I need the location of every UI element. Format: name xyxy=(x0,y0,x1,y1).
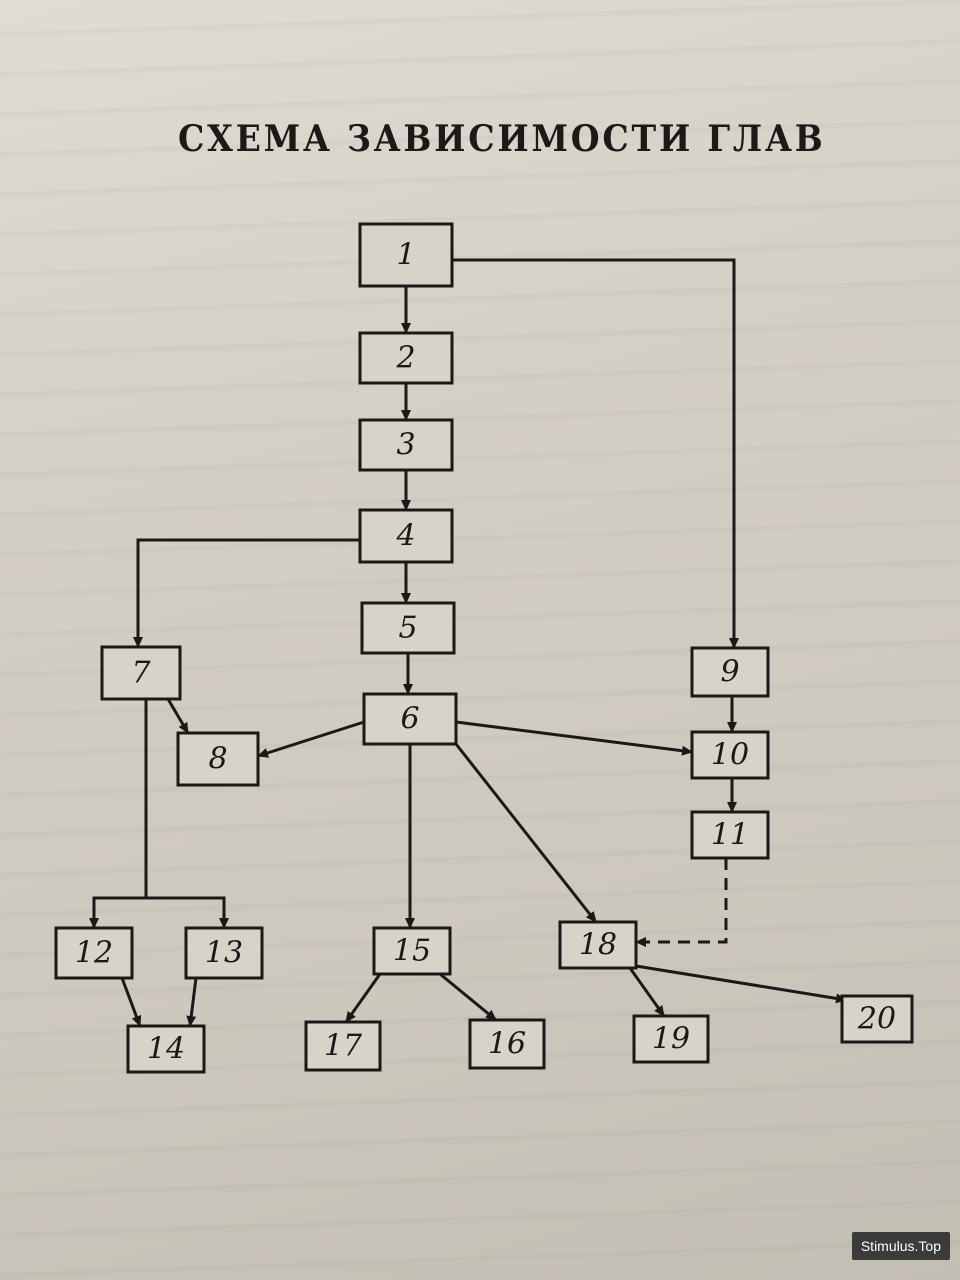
node-15: 15 xyxy=(372,926,452,976)
edge-7-to-12 xyxy=(89,699,148,929)
node-6: 6 xyxy=(362,692,458,746)
node-5: 5 xyxy=(360,601,456,655)
node-1: 1 xyxy=(358,222,454,288)
node-label: 14 xyxy=(147,1032,185,1067)
node-box xyxy=(358,331,454,385)
node-9: 9 xyxy=(690,646,770,698)
node-box xyxy=(100,645,182,701)
edge-13-to-14 xyxy=(186,977,198,1027)
node-box xyxy=(358,418,454,472)
node-box xyxy=(126,1024,206,1074)
node-box xyxy=(358,508,454,564)
node-box xyxy=(176,731,260,787)
node-4: 4 xyxy=(358,508,454,564)
node-17: 17 xyxy=(304,1020,382,1072)
node-10: 10 xyxy=(690,730,770,780)
watermark-badge: Stimulus.Top xyxy=(851,1232,950,1260)
node-label: 15 xyxy=(393,934,431,969)
edge-18-to-20 xyxy=(635,964,847,1004)
edge-6-to-10 xyxy=(455,720,693,756)
node-14: 14 xyxy=(126,1024,206,1074)
node-box xyxy=(468,1018,546,1070)
node-label: 16 xyxy=(488,1027,526,1062)
edge-15-to-17 xyxy=(344,973,382,1023)
node-label: 2 xyxy=(395,341,415,376)
node-label: 17 xyxy=(324,1029,363,1064)
node-label: 6 xyxy=(400,702,419,737)
edge-7-to-13 xyxy=(146,896,229,929)
node-12: 12 xyxy=(54,926,134,980)
node-16: 16 xyxy=(468,1018,546,1070)
edges xyxy=(89,258,847,1027)
node-box xyxy=(690,646,770,698)
edge-6-to-8 xyxy=(257,720,365,758)
node-box xyxy=(362,692,458,746)
node-box xyxy=(558,920,638,970)
node-7: 7 xyxy=(100,645,182,701)
node-label: 18 xyxy=(579,928,617,963)
node-label: 11 xyxy=(711,818,749,853)
node-label: 8 xyxy=(208,742,227,777)
node-box xyxy=(358,222,454,288)
node-label: 19 xyxy=(652,1022,690,1057)
edge-11-to-18 xyxy=(635,858,728,947)
node-box xyxy=(304,1020,382,1072)
node-label: 9 xyxy=(720,655,739,690)
edge-12-to-14 xyxy=(120,977,142,1027)
node-2: 2 xyxy=(358,331,454,385)
node-box xyxy=(690,810,770,860)
node-3: 3 xyxy=(358,418,454,472)
node-13: 13 xyxy=(184,926,264,980)
node-label: 1 xyxy=(396,238,415,273)
node-box xyxy=(840,994,914,1044)
node-20: 20 xyxy=(840,994,914,1044)
node-label: 12 xyxy=(75,936,113,971)
node-label: 4 xyxy=(395,519,415,554)
node-18: 18 xyxy=(558,920,638,970)
node-label: 20 xyxy=(857,1002,896,1037)
edge-4-to-7 xyxy=(133,538,360,648)
node-11: 11 xyxy=(690,810,770,860)
node-label: 5 xyxy=(398,611,417,646)
diagram-title: СХЕМА ЗАВИСИМОСТИ ГЛАВ xyxy=(178,118,826,160)
edge-1-to-9 xyxy=(452,258,739,649)
node-box xyxy=(360,601,456,655)
node-label: 10 xyxy=(711,738,749,773)
node-19: 19 xyxy=(632,1014,710,1064)
node-label: 7 xyxy=(131,656,151,691)
node-box xyxy=(184,926,264,980)
edge-7-to-8 xyxy=(166,698,190,734)
node-label: 3 xyxy=(396,428,415,463)
edge-6-to-18 xyxy=(454,743,598,923)
node-box xyxy=(372,926,452,976)
node-box xyxy=(690,730,770,780)
edge-18-to-19 xyxy=(628,967,666,1017)
node-label: 13 xyxy=(205,936,243,971)
node-8: 8 xyxy=(176,731,260,787)
node-box xyxy=(54,926,134,980)
node-box xyxy=(632,1014,710,1064)
edge-15-to-16 xyxy=(439,972,497,1022)
